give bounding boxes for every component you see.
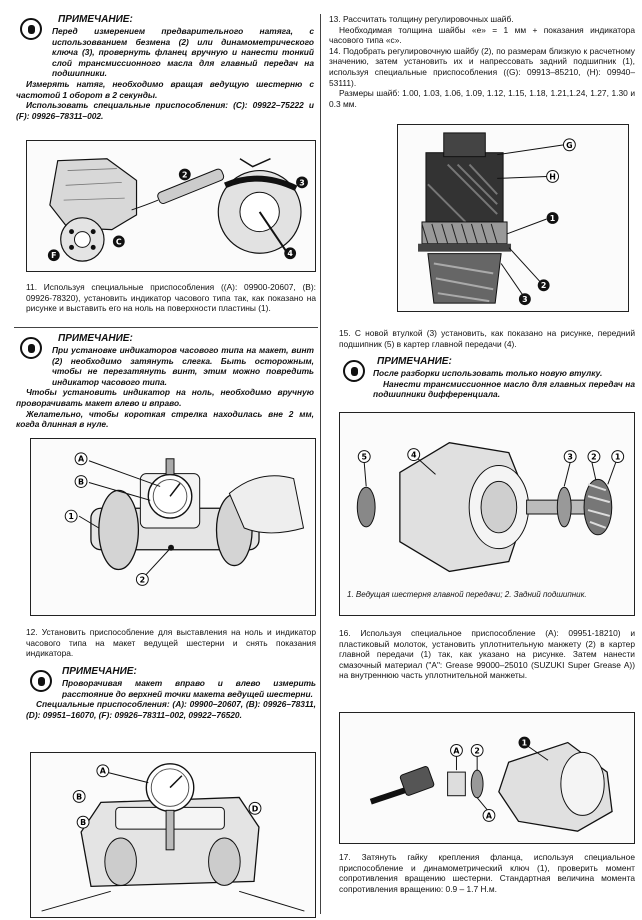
callout-label: 1	[550, 214, 556, 223]
figure-pinion-height-gauge: A B B D	[30, 752, 316, 918]
figure-caption: 1. Ведущая шестерня главной передачи; 2.…	[347, 590, 627, 600]
callout-label: C	[116, 237, 122, 246]
note-paragraph: Желательно, чтобы короткая стрелка наход…	[16, 408, 314, 430]
step-13-title: 13. Рассчитать толщину регулировочных ша…	[329, 14, 514, 24]
warning-icon	[20, 18, 42, 40]
note-paragraph: Нанести трансмиссионное масло для главны…	[373, 378, 635, 400]
callout-label: 1	[68, 512, 74, 521]
callout-label: 2	[182, 170, 187, 179]
note-paragraph: Проворачивая макет вправо и влево измери…	[62, 678, 316, 699]
note-paragraph: После разборки использовать только новую…	[373, 368, 603, 378]
callout-label: G	[566, 141, 573, 150]
note-body: Проворачивая макет вправо и влево измери…	[26, 678, 316, 720]
callout-label: 3	[299, 178, 304, 187]
note-body: При установке индикаторов часового типа …	[16, 345, 314, 430]
step-13-formula: Необходимая толщина шайбы «е» = 1 мм + п…	[329, 24, 635, 46]
note-paragraph: Чтобы установить индикатор на ноль, необ…	[16, 387, 314, 408]
callout-label: B	[76, 792, 82, 801]
callout-label: 3	[567, 453, 573, 462]
callout-label: 2	[140, 575, 146, 584]
callout-label: F	[51, 251, 56, 260]
callout-label: B	[78, 477, 84, 486]
callout-label: A	[453, 746, 460, 755]
figure-oil-seal-install: A 2 1 A	[339, 712, 635, 844]
step-11: 11. Используя специальные приспособления…	[26, 282, 316, 314]
note-body: Перед измерением предварительного натяга…	[16, 26, 314, 121]
figure-drawing: 5 4 3 2 1	[356, 442, 625, 573]
figure-rear-bearing-press: G H 1 2 3	[397, 124, 629, 312]
figure-drawing: A B B D	[41, 763, 305, 912]
warning-icon	[20, 337, 42, 359]
callout-label: 4	[411, 451, 417, 460]
note-title: ПРИМЕЧАНИЕ:	[58, 333, 133, 344]
note-title: ПРИМЕЧАНИЕ:	[58, 14, 133, 25]
note-paragraph: Использовать специальные приспособления:…	[16, 100, 314, 121]
figure-drawing: G H 1 2 3	[418, 132, 576, 306]
figure-drawing: A 2 1 A	[369, 736, 613, 832]
step-12: 12. Установить приспособление для выстав…	[26, 627, 316, 659]
callout-label: B	[80, 818, 86, 827]
callout-label: H	[549, 172, 556, 181]
note-paragraph: При установке индикаторов часового типа …	[52, 345, 314, 387]
callout-label: 1	[522, 739, 527, 748]
callout-label: D	[252, 804, 259, 813]
note-paragraph: Специальные приспособления: (A): 09900–2…	[26, 699, 316, 720]
right-column: 13. Рассчитать толщину регулировочных ша…	[321, 0, 642, 920]
figure-preload-measurement: F C 2 3 4	[26, 140, 316, 272]
step-14-shim-sizes: Размеры шайб: 1.00, 1.03, 1.06, 1.09, 1.…	[329, 88, 635, 109]
callout-label: A	[78, 455, 85, 464]
note-paragraph: Перед измерением предварительного натяга…	[52, 26, 314, 79]
step-13: 13. Рассчитать толщину регулировочных ша…	[329, 14, 635, 109]
callout-label: 2	[474, 746, 479, 755]
callout-label: 3	[522, 295, 528, 304]
note-title: ПРИМЕЧАНИЕ:	[62, 666, 137, 677]
callout-label: 2	[541, 281, 547, 290]
callout-label: 4	[287, 249, 293, 258]
step-15: 15. С новой втулкой (3) установить, как …	[339, 328, 635, 349]
callout-label: A	[486, 811, 493, 820]
figure-drawing: F C 2 3 4	[47, 158, 308, 262]
section-divider	[14, 327, 318, 328]
figure-dial-indicator-setup: A B 1 2	[30, 438, 316, 616]
callout-label: A	[100, 767, 107, 776]
note-body: После разборки использовать только новую…	[373, 368, 635, 400]
left-column: ПРИМЕЧАНИЕ: Перед измерением предварител…	[14, 14, 318, 918]
note-title: ПРИМЕЧАНИЕ:	[377, 356, 452, 367]
step-16: 16. Используя специальное приспособление…	[339, 628, 635, 681]
step-14: 14. Подобрать регулировочную шайбу (2), …	[329, 45, 635, 88]
warning-icon	[343, 360, 365, 382]
callout-label: 5	[361, 453, 367, 462]
note-paragraph: Измерять натяг, необходимо вращая ведущу…	[16, 78, 314, 100]
callout-label: 1	[615, 453, 621, 462]
figure-drawing: A B 1 2	[64, 452, 305, 586]
step-17: 17. Затянуть гайку крепления фланца, исп…	[339, 852, 635, 894]
column-divider	[320, 14, 321, 914]
warning-icon	[30, 670, 52, 692]
callout-label: 2	[591, 453, 597, 462]
figure-pinion-assembly: 5 4 3 2 1	[339, 412, 635, 616]
